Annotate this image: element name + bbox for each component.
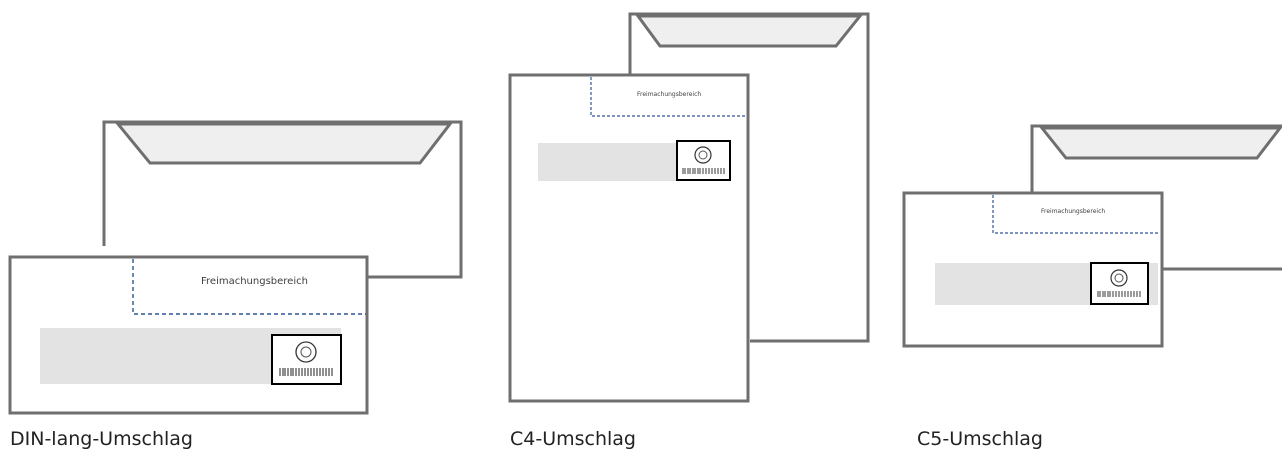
franking-area-dashed-border (132, 259, 366, 315)
front-envelope-outline (508, 73, 750, 403)
postage-stamp-frame (1090, 262, 1149, 305)
envelope-caption: DIN-lang-Umschlag (10, 428, 193, 450)
stamp-emblem-icon (295, 341, 317, 363)
stamp-emblem-inner (1114, 273, 1124, 283)
franking-area-label: Freimachungsbereich (637, 91, 702, 98)
stamp-emblem-inner (698, 150, 708, 160)
franking-area-dashed-border (590, 77, 746, 117)
franking-area-label: Freimachungsbereich (201, 276, 308, 287)
envelope-flap (1038, 126, 1282, 160)
stamp-barcode-icon (1097, 291, 1141, 297)
franking-area-dashed-border (992, 195, 1160, 234)
back-envelope-outline (102, 120, 463, 279)
envelope-caption: C4-Umschlag (510, 428, 636, 450)
envelope-flap (635, 14, 864, 48)
stamp-barcode-icon (682, 168, 725, 174)
stamp-emblem-icon (1110, 269, 1128, 287)
stamp-barcode-icon (279, 368, 333, 376)
envelope-caption: C5-Umschlag (917, 428, 1043, 450)
envelope-flap (114, 122, 454, 165)
stamp-emblem-inner (300, 346, 312, 358)
back-envelope-outline (628, 12, 870, 343)
stamp-emblem-icon (694, 146, 712, 164)
franking-area-label: Freimachungsbereich (1041, 208, 1106, 215)
back-envelope-outline (1030, 124, 1282, 193)
